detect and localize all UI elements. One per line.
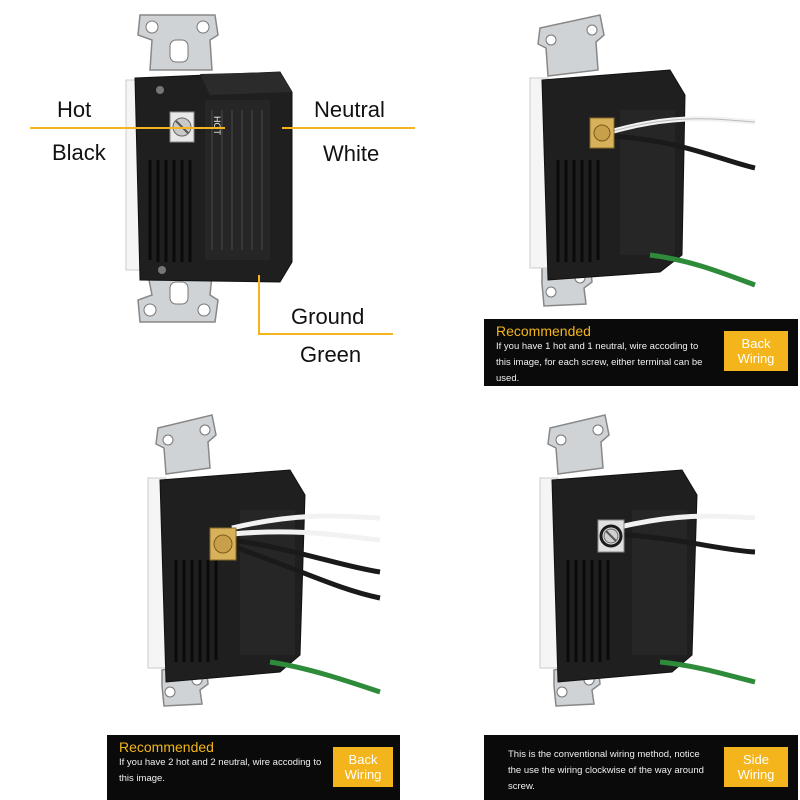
black-label: Black	[52, 140, 106, 165]
neutral-label: Neutral	[314, 97, 385, 122]
caption-box-double: Recommended If you have 2 hot and 2 neut…	[107, 735, 400, 800]
caption-box-single: Recommended If you have 1 hot and 1 neut…	[484, 319, 798, 386]
mounting-strap-top	[137, 14, 219, 71]
white-label: White	[323, 141, 380, 166]
caption-box-side: This is the conventional wiring method, …	[484, 735, 798, 800]
labeled-receptacle-panel: HOT Hot Black Neutral White Ground Green	[0, 0, 420, 390]
green-label: Green	[300, 342, 362, 367]
receptacle-illustration-side	[539, 414, 756, 707]
mounting-strap-bottom	[137, 274, 219, 323]
back-wiring-double-panel: Recommended If you have 2 hot and 2 neut…	[0, 400, 420, 800]
back-wiring-single-panel: Recommended If you have 1 hot and 1 neut…	[420, 0, 800, 390]
back-wiring-badge: Back Wiring	[333, 747, 393, 787]
receptacle-body	[134, 71, 293, 283]
receptacle-illustration-single	[529, 14, 756, 307]
ground-label: Ground	[291, 304, 365, 329]
caption-text: If you have 2 hot and 2 neutral, wire ac…	[119, 757, 322, 784]
receptacle-illustration-double	[147, 414, 381, 707]
hot-marking: HOT	[212, 116, 222, 136]
hot-leader-line	[30, 127, 225, 129]
ground-leader-horizontal	[258, 333, 393, 335]
side-wiring-panel: This is the conventional wiring method, …	[420, 400, 800, 800]
caption-text: If you have 1 hot and 1 neutral, wire ac…	[496, 341, 703, 384]
side-wiring-badge: Side Wiring	[724, 747, 788, 787]
back-wiring-badge: Back Wiring	[724, 331, 788, 371]
caption-title: Recommended	[119, 739, 214, 755]
neutral-leader-line	[282, 127, 415, 129]
caption-title: Recommended	[496, 323, 591, 339]
hot-label: Hot	[57, 97, 92, 122]
receptacle-illustration-labeled: HOT	[125, 14, 293, 323]
caption-text: This is the conventional wiring method, …	[508, 749, 704, 792]
ground-leader-vertical	[258, 275, 260, 335]
